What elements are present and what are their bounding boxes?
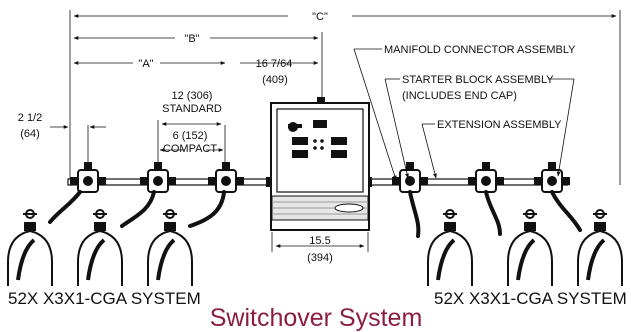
manifold-offset-mm-label: (409) [262,74,288,86]
callouts: MANIFOLD CONNECTOR ASSEMBLY STARTER BLOC… [353,44,576,181]
right-cylinders [427,209,623,286]
gas-cylinder [7,209,53,286]
standard-spacing-label: 12 (306) [172,90,213,102]
regulator [468,162,504,193]
gas-cylinder [147,209,193,286]
cabinet-width-mm-label: (394) [307,252,333,264]
gas-cylinder [507,209,553,286]
page-title: Switchover System [210,304,423,332]
right-regulators [392,162,570,193]
regulator [534,162,570,193]
compact-spacing-label: 6 (152) [173,130,208,142]
left-regulators [70,162,244,193]
end-offset-mm-label: (64) [20,128,40,140]
logo-icon [288,122,302,132]
right-system-label: 52X X3X1-CGA SYSTEM [434,289,627,308]
manifold-offset-label: 16 7/64 [256,58,293,70]
starter-block-note-label: (INCLUDES END CAP) [402,90,517,102]
compact-label: COMPACT [163,143,217,155]
manifold-offset-dimension: 16 7/64 (409) [240,58,319,86]
extension-label: EXTENSION ASSEMBLY [437,119,562,131]
dimension-c: "C" [73,11,617,23]
gas-cylinder [427,209,473,286]
left-system-label: 52X X3X1-CGA SYSTEM [8,289,201,308]
gas-cylinder [577,209,623,286]
left-cylinders [7,209,193,286]
cabinet-width-dimension: 15.5 (394) [271,232,369,264]
end-offset-label: 2 1/2 [18,112,42,124]
spacing-dimensions: 12 (306) STANDARD 6 (152) COMPACT [159,90,224,155]
regulator [392,162,428,193]
dimension-b-label: "B" [184,33,199,45]
dimension-b: "B" [73,33,319,45]
pigtail-hoses [48,190,582,238]
display-panel [292,120,347,158]
extension-lines [69,10,621,185]
dimension-a: "A" [73,58,226,70]
starter-block-label: STARTER BLOCK ASSEMBLY [402,74,554,86]
manifold-connector-label: MANIFOLD CONNECTOR ASSEMBLY [384,44,576,56]
dimension-c-label: "C" [312,11,328,23]
regulator [208,162,244,193]
end-offset-dimension: 2 1/2 (64) [18,112,106,140]
regulator [70,162,106,193]
standard-label: STANDARD [162,103,222,115]
gas-cylinder [77,209,123,286]
regulator [140,162,176,193]
dimension-a-label: "A" [138,58,153,70]
control-cabinet [270,97,370,231]
cabinet-width-label: 15.5 [309,235,330,247]
